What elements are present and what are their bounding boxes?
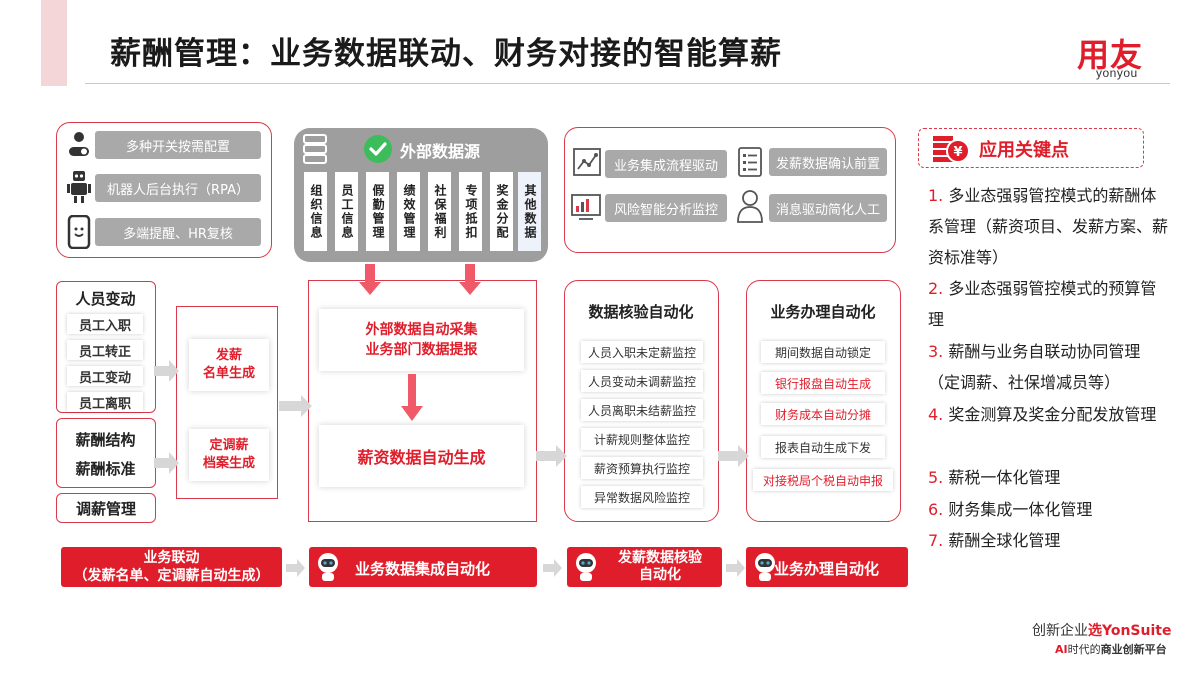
salary-auto-generate-card: 薪资数据自动生成 [319, 425, 524, 487]
toggle-switch-icon [65, 129, 93, 165]
business-item: 财务成本自动分摊 [761, 403, 885, 425]
bottom-bar-integration: 业务数据集成自动化 [309, 547, 537, 587]
personnel-item: 员工变动 [67, 366, 143, 386]
bottom-bar-business-link: 业务联动 （发薪名单、定调薪自动生成） [61, 547, 282, 587]
config-item-rpa: 机器人后台执行（RPA） [95, 174, 261, 202]
check-circle-icon [363, 134, 393, 168]
right-arrow-icon [543, 559, 562, 577]
config-panel: 多种开关按需配置 机器人后台执行（RPA） 多端提醒、HR复核 [56, 122, 272, 258]
ds-column: 专项抵扣 [459, 172, 482, 251]
ds-column: 绩效管理 [397, 172, 420, 251]
verify-item: 人员离职未结薪监控 [581, 399, 703, 421]
salary-file-generation: 定调薪 档案生成 [189, 429, 269, 481]
generation-box: 发薪 名单生成 定调薪 档案生成 [176, 306, 278, 499]
analytics-icon [571, 192, 601, 226]
verify-item: 异常数据风险监控 [581, 486, 703, 508]
config-item-switch: 多种开关按需配置 [95, 131, 261, 159]
salary-generation-box: 外部数据自动采集 业务部门数据提报 薪资数据自动生成 [308, 280, 537, 522]
brand-logo: 用友 [1077, 36, 1144, 74]
key-point-item: 3. 薪酬与业务自联动协同管理（定调薪、社保增减员等） [928, 342, 1141, 392]
right-arrow-icon [718, 445, 749, 467]
right-arrow-icon [279, 395, 312, 417]
down-arrow-icon [459, 264, 481, 295]
bar-label: 业务办理自动化 [774, 560, 880, 578]
business-item: 期间数据自动锁定 [761, 341, 885, 363]
personnel-item: 员工离职 [67, 392, 143, 412]
ds-column: 社保福利 [428, 172, 451, 251]
right-arrow-icon [536, 445, 567, 467]
people-icon [735, 188, 765, 228]
salary-standard-label: 薪酬标准 [75, 459, 136, 478]
key-point-item: 1. 多业态强弱管控模式的薪酬体系管理（薪资项目、发薪方案、薪资标准等） [928, 186, 1169, 267]
bar-label: 业务数据集成自动化 [355, 560, 491, 578]
footer-slogan: 创新企业选YonSuite [1032, 623, 1172, 639]
key-point-item: 4. 奖金测算及奖金分配发放管理 [928, 405, 1157, 424]
ds-column: 奖金分配 [490, 172, 513, 251]
right-arrow-icon [726, 559, 745, 577]
key-points-title: 应用关键点 [979, 140, 1069, 161]
title-divider [85, 83, 1170, 84]
bottom-bar-verify: 发薪数据核验 自动化 [567, 547, 722, 587]
database-icon [302, 133, 328, 169]
ds-column: 假勤管理 [366, 172, 389, 251]
personnel-change-title: 人员变动 [75, 289, 136, 308]
personnel-change-box: 人员变动 员工入职 员工转正 员工变动 员工离职 [56, 281, 156, 413]
bottom-bar-business: 业务办理自动化 [746, 547, 908, 587]
personnel-item: 员工入职 [67, 314, 143, 334]
verify-item: 计薪规则整体监控 [581, 428, 703, 450]
verify-item: 薪资预算执行监控 [581, 457, 703, 479]
key-points-header: ¥ 应用关键点 [918, 128, 1144, 168]
ds-column: 其他数据 [518, 172, 541, 251]
bar-label: 发薪数据核验 自动化 [618, 550, 702, 583]
coin-yuan-icon: ¥ [931, 131, 971, 169]
business-title: 业务办理自动化 [770, 302, 876, 321]
key-point-item: 6. 财务集成一体化管理 [928, 500, 1093, 519]
data-verify-box: 数据核验自动化 人员入职未定薪监控 人员变动未调薪监控 人员离职未结薪监控 计薪… [564, 280, 719, 522]
footer-tagline: AI时代的商业创新平台 [1055, 643, 1167, 656]
mobile-phone-icon [67, 214, 91, 253]
payroll-list-generation: 发薪 名单生成 [189, 339, 269, 391]
robot-icon [750, 551, 780, 587]
right-arrow-icon [154, 452, 179, 474]
feature-item: 风险智能分析监控 [605, 194, 727, 222]
title-accent-bar [41, 0, 67, 86]
data-collection-card: 外部数据自动采集 业务部门数据提报 [319, 309, 524, 371]
personnel-item: 员工转正 [67, 340, 143, 360]
business-item: 对接税局个税自动申报 [753, 469, 893, 491]
salary-structure-box: 薪酬结构 薪酬标准 [56, 418, 156, 488]
verify-item: 人员变动未调薪监控 [581, 370, 703, 392]
ds-column: 员工信息 [335, 172, 358, 251]
data-source-title: 外部数据源 [400, 142, 481, 161]
robot-icon [313, 551, 343, 587]
key-point-item: 7. 薪酬全球化管理 [928, 531, 1061, 550]
key-point-item: 2. 多业态强弱管控模式的预算管理 [928, 279, 1157, 329]
feature-panel: 业务集成流程驱动 发薪数据确认前置 风险智能分析监控 消息驱动简化人工 [564, 127, 896, 253]
business-process-box: 业务办理自动化 期间数据自动锁定 银行报盘自动生成 财务成本自动分摊 报表自动生… [746, 280, 901, 522]
down-arrow-icon [359, 264, 381, 295]
feature-item: 消息驱动简化人工 [769, 194, 887, 222]
robot-icon [571, 551, 601, 587]
business-item: 银行报盘自动生成 [761, 372, 885, 394]
business-item: 报表自动生成下发 [761, 436, 885, 458]
flow-chart-icon [573, 148, 601, 180]
right-arrow-icon [154, 360, 179, 382]
right-arrow-icon [286, 559, 305, 577]
verify-item: 人员入职未定薪监控 [581, 341, 703, 363]
svg-text:¥: ¥ [953, 145, 962, 160]
ds-column: 组织信息 [304, 172, 327, 251]
feature-item: 业务集成流程驱动 [605, 150, 727, 178]
config-item-remind: 多端提醒、HR复核 [95, 218, 261, 246]
key-point-item: 5. 薪税一体化管理 [928, 468, 1061, 487]
down-arrow-icon [401, 374, 423, 421]
verify-title: 数据核验自动化 [588, 302, 694, 321]
feature-item: 发薪数据确认前置 [769, 148, 887, 176]
robot-icon [65, 169, 93, 209]
brand-logo-en: yonyou [1096, 66, 1138, 80]
salary-structure-label: 薪酬结构 [75, 430, 136, 449]
page-title: 薪酬管理：业务数据联动、财务对接的智能算薪 [110, 36, 782, 72]
checklist-icon [737, 146, 763, 182]
salary-adjust-box: 调薪管理 [56, 493, 156, 523]
